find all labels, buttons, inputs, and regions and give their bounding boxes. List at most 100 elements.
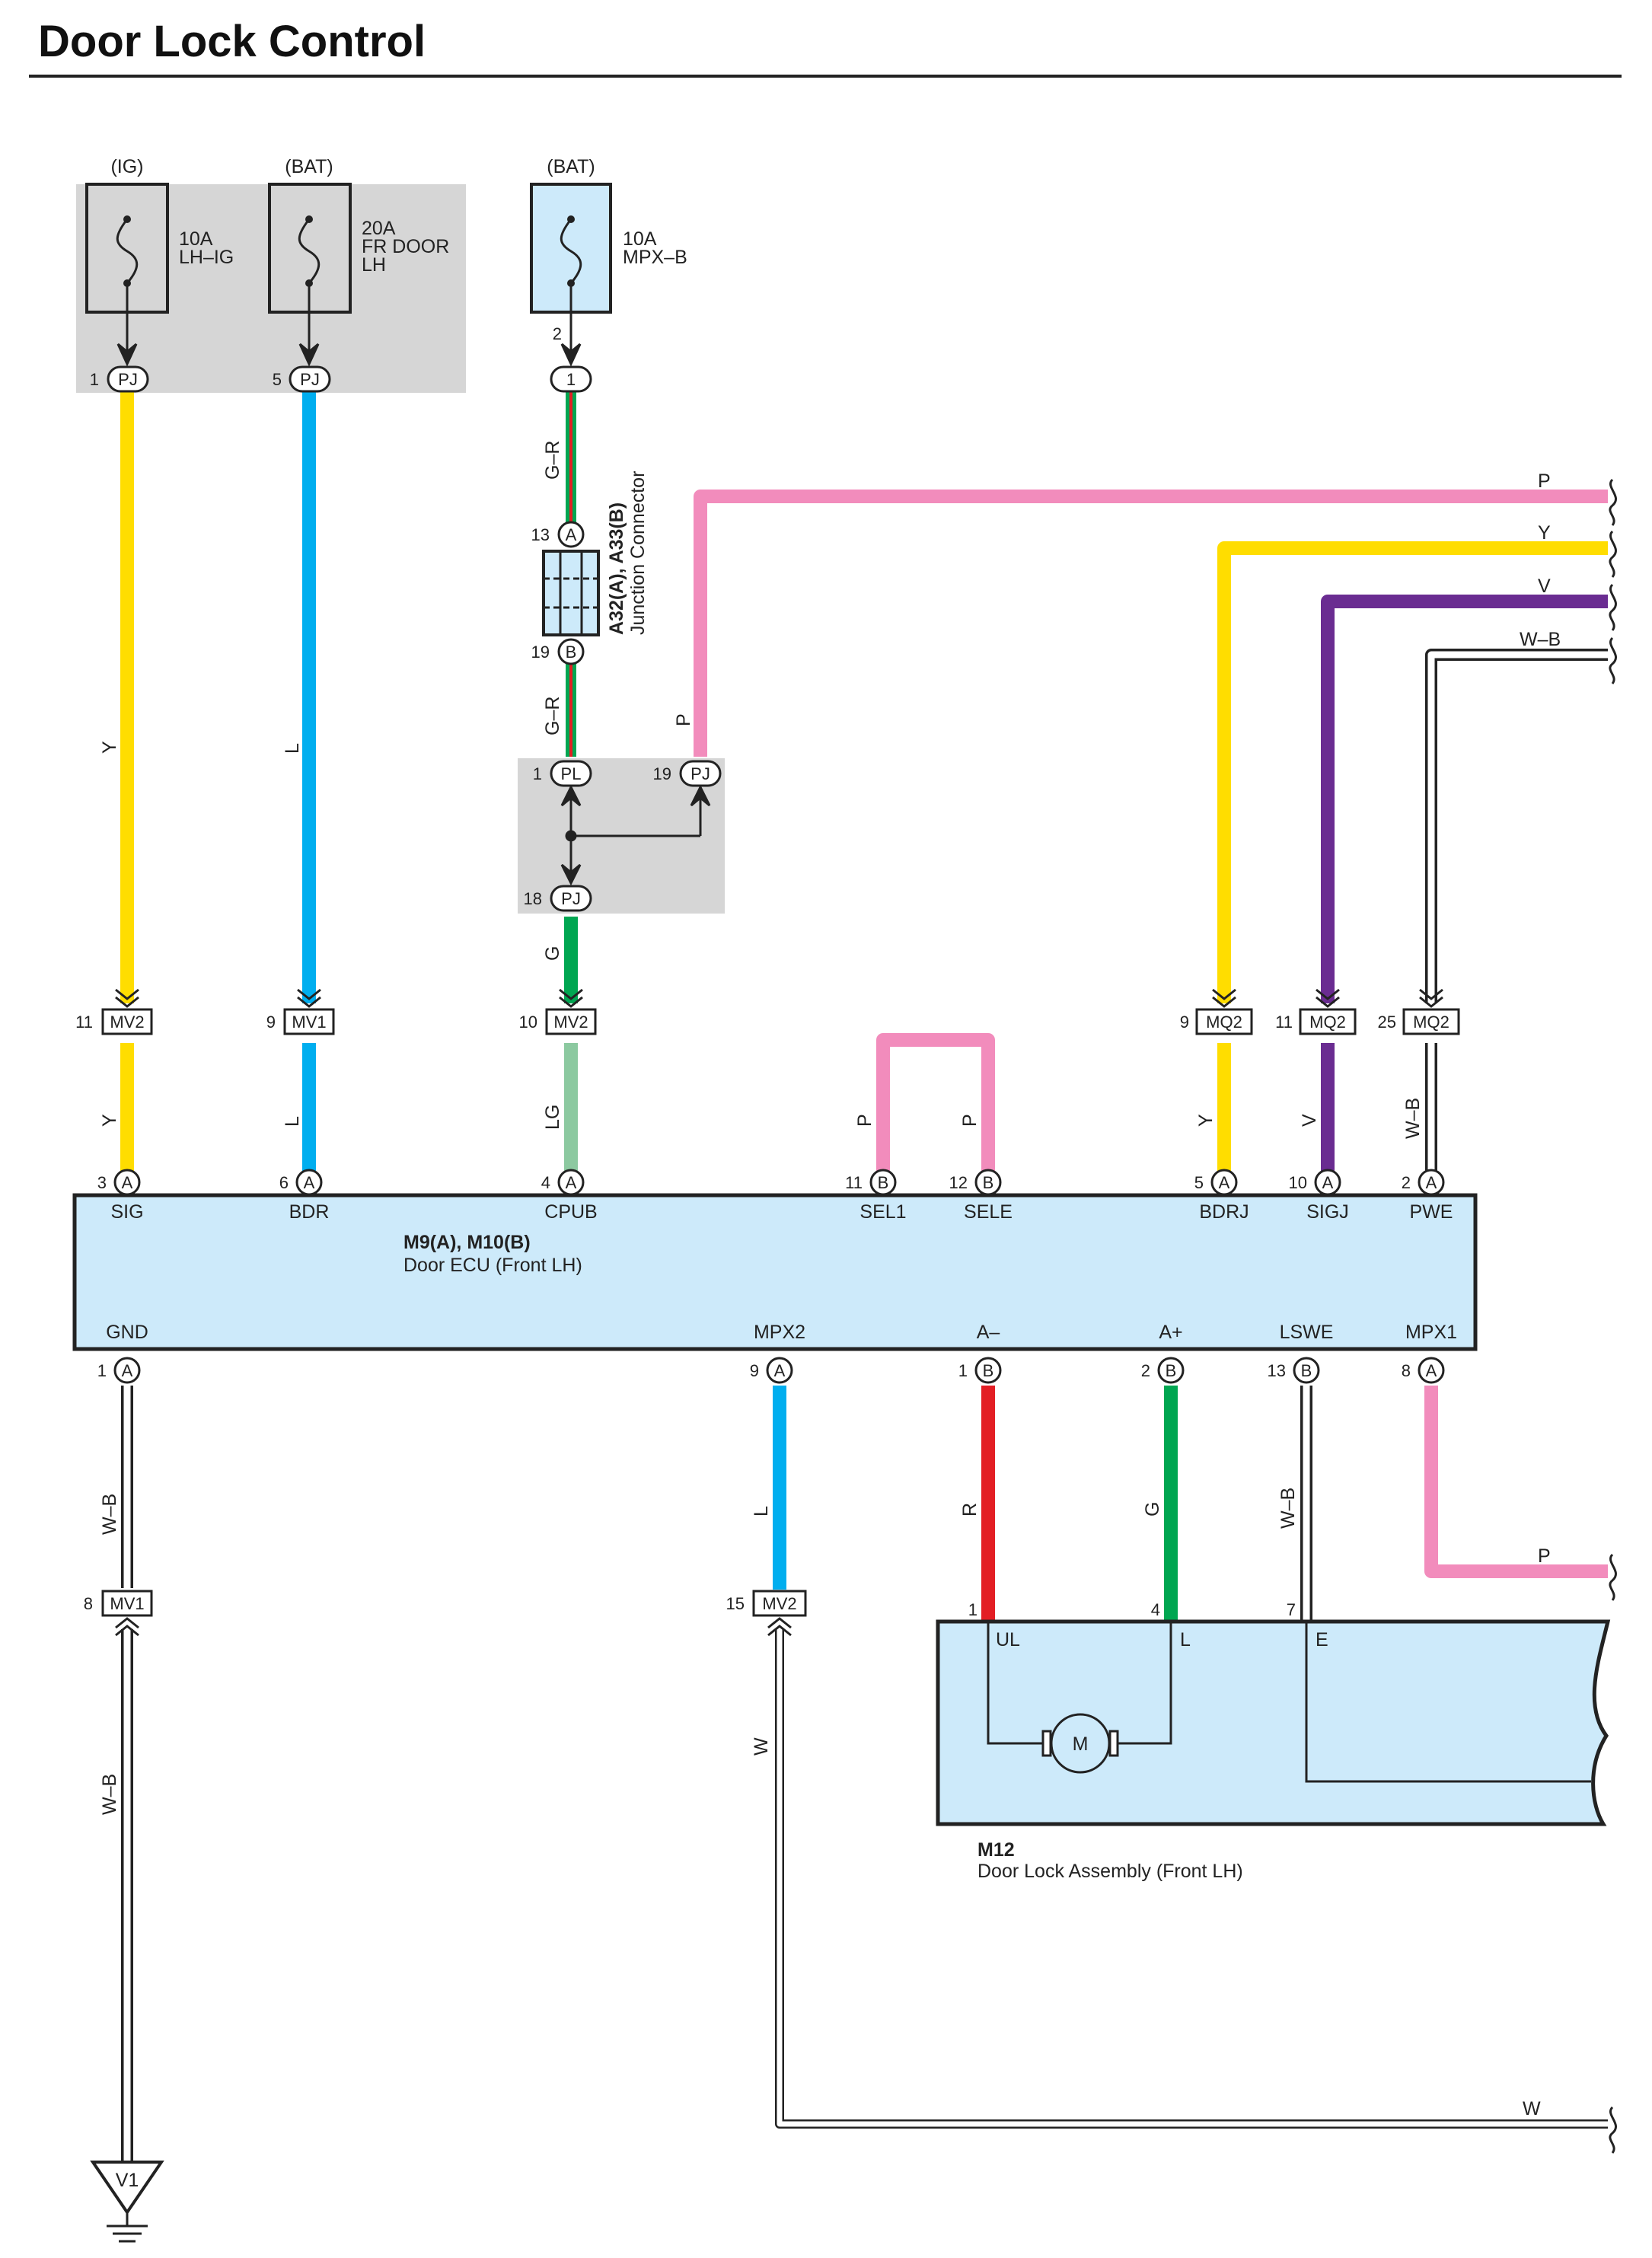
svg-text:PJ: PJ	[300, 370, 320, 389]
svg-text:A: A	[566, 525, 577, 544]
svg-text:25: 25	[1378, 1013, 1396, 1032]
svg-text:MQ2: MQ2	[1309, 1013, 1346, 1032]
fuse-source: (IG)	[110, 156, 143, 177]
fuse-mpx-b: (BAT) 10A MPX–B	[530, 156, 687, 314]
svg-text:BDRJ: BDRJ	[1199, 1201, 1249, 1223]
door-lock-name: M12	[977, 1839, 1015, 1861]
wire-v-sigj	[1321, 595, 1608, 1003]
wire-wb-pwe	[1425, 649, 1608, 1003]
svg-text:A: A	[1426, 1173, 1437, 1192]
svg-text:L: L	[282, 743, 303, 754]
svg-text:11: 11	[845, 1173, 863, 1192]
svg-text:W–B: W–B	[1277, 1488, 1299, 1529]
connectors: PJ 1 PJ 5 1 A 13 B 19 PL 1 PJ 19 PJ 18	[90, 365, 722, 912]
svg-text:2: 2	[1141, 1361, 1150, 1380]
svg-text:MV1: MV1	[110, 1594, 144, 1613]
svg-text:B: B	[1166, 1361, 1177, 1380]
svg-text:P: P	[1538, 1545, 1551, 1567]
svg-text:G–R: G–R	[542, 441, 563, 480]
fuse-name-2: LH	[362, 254, 386, 276]
svg-text:10: 10	[519, 1013, 537, 1032]
svg-text:MQ2: MQ2	[1206, 1013, 1242, 1032]
svg-text:LSWE: LSWE	[1280, 1322, 1334, 1343]
svg-text:4: 4	[1151, 1600, 1160, 1619]
svg-text:P: P	[1538, 470, 1551, 492]
svg-text:15: 15	[726, 1594, 745, 1613]
svg-text:7: 7	[1287, 1600, 1296, 1619]
splice-internal	[560, 784, 711, 886]
svg-text:PJ: PJ	[690, 764, 710, 783]
junction-connector: A32(A), A33(B) Junction Connector	[542, 471, 649, 636]
junction-name: A32(A), A33(B)	[606, 502, 627, 635]
svg-text:B: B	[1301, 1361, 1312, 1380]
ecu-name: M9(A), M10(B)	[403, 1232, 531, 1253]
right-wire-labels: P Y V W–B P W	[1520, 470, 1561, 2119]
svg-text:P: P	[854, 1114, 875, 1127]
svg-text:A: A	[122, 1361, 133, 1380]
svg-text:5: 5	[1194, 1173, 1204, 1192]
fuse-source: (BAT)	[547, 156, 595, 177]
fuse-rating: 10A	[623, 228, 657, 250]
wire-p-top	[694, 490, 1608, 757]
svg-text:SIG: SIG	[110, 1201, 143, 1223]
door-lock-desc: Door Lock Assembly (Front LH)	[977, 1861, 1243, 1882]
svg-text:E: E	[1316, 1629, 1328, 1650]
svg-text:V: V	[1299, 1114, 1320, 1127]
svg-text:L: L	[282, 1116, 303, 1127]
fuse-name: LH–IG	[179, 247, 234, 268]
svg-text:A: A	[1219, 1173, 1230, 1192]
svg-text:19: 19	[653, 764, 671, 783]
svg-text:PWE: PWE	[1410, 1201, 1453, 1223]
svg-text:SELE: SELE	[964, 1201, 1013, 1223]
fuse-name: FR DOOR	[362, 236, 449, 257]
svg-text:B: B	[566, 643, 577, 662]
wire-y-bdrj	[1217, 541, 1608, 1003]
svg-text:PL: PL	[561, 764, 582, 783]
svg-text:B: B	[878, 1173, 889, 1192]
svg-text:1: 1	[533, 764, 542, 783]
svg-text:W–B: W–B	[99, 1494, 120, 1535]
svg-text:W–B: W–B	[1520, 629, 1561, 650]
svg-text:MV2: MV2	[553, 1013, 588, 1032]
svg-text:9: 9	[266, 1013, 276, 1032]
svg-text:18: 18	[524, 889, 542, 908]
svg-text:UL: UL	[996, 1629, 1020, 1650]
svg-text:B: B	[983, 1173, 994, 1192]
svg-text:3: 3	[97, 1173, 107, 1192]
svg-text:G: G	[1142, 1502, 1163, 1516]
junction-desc: Junction Connector	[627, 471, 649, 635]
wire-color-labels: Y L G–R G–R P G Y L LG P P Y V W–B W–B L…	[99, 441, 1424, 1815]
svg-text:V1: V1	[116, 2170, 139, 2191]
svg-text:SIGJ: SIGJ	[1306, 1201, 1349, 1223]
svg-text:A: A	[774, 1361, 786, 1380]
svg-text:8: 8	[1402, 1361, 1411, 1380]
pin-number: 2	[553, 324, 562, 343]
svg-text:12: 12	[949, 1173, 968, 1192]
page-title: Door Lock Control	[38, 17, 426, 66]
inline-connectors-top: MV2 11 MV1 9 MV2 10 MQ2 9 MQ2 11 MQ2 25	[75, 988, 1460, 1035]
svg-text:P: P	[673, 713, 694, 726]
svg-text:11: 11	[75, 1013, 93, 1032]
svg-text:Y: Y	[1195, 1114, 1217, 1127]
inline-connectors-bottom: MV1 8 MV2 15	[84, 1590, 807, 1637]
svg-text:L: L	[751, 1506, 772, 1516]
svg-text:CPUB: CPUB	[544, 1201, 597, 1223]
svg-text:MQ2: MQ2	[1413, 1013, 1449, 1032]
svg-text:L: L	[1180, 1629, 1191, 1650]
svg-text:4: 4	[541, 1173, 550, 1192]
svg-text:5: 5	[273, 370, 282, 389]
svg-text:A: A	[566, 1173, 577, 1192]
svg-text:PJ: PJ	[118, 370, 138, 389]
svg-text:A: A	[304, 1173, 315, 1192]
svg-text:Y: Y	[99, 741, 120, 754]
svg-text:A: A	[1426, 1361, 1437, 1380]
svg-text:8: 8	[84, 1594, 93, 1613]
fuse-rating: 20A	[362, 218, 396, 239]
svg-text:W–B: W–B	[1402, 1098, 1424, 1139]
svg-text:11: 11	[1275, 1013, 1293, 1032]
svg-text:10: 10	[1289, 1173, 1307, 1192]
svg-text:9: 9	[750, 1361, 759, 1380]
svg-text:A: A	[1322, 1173, 1334, 1192]
svg-text:A+: A+	[1159, 1322, 1182, 1343]
